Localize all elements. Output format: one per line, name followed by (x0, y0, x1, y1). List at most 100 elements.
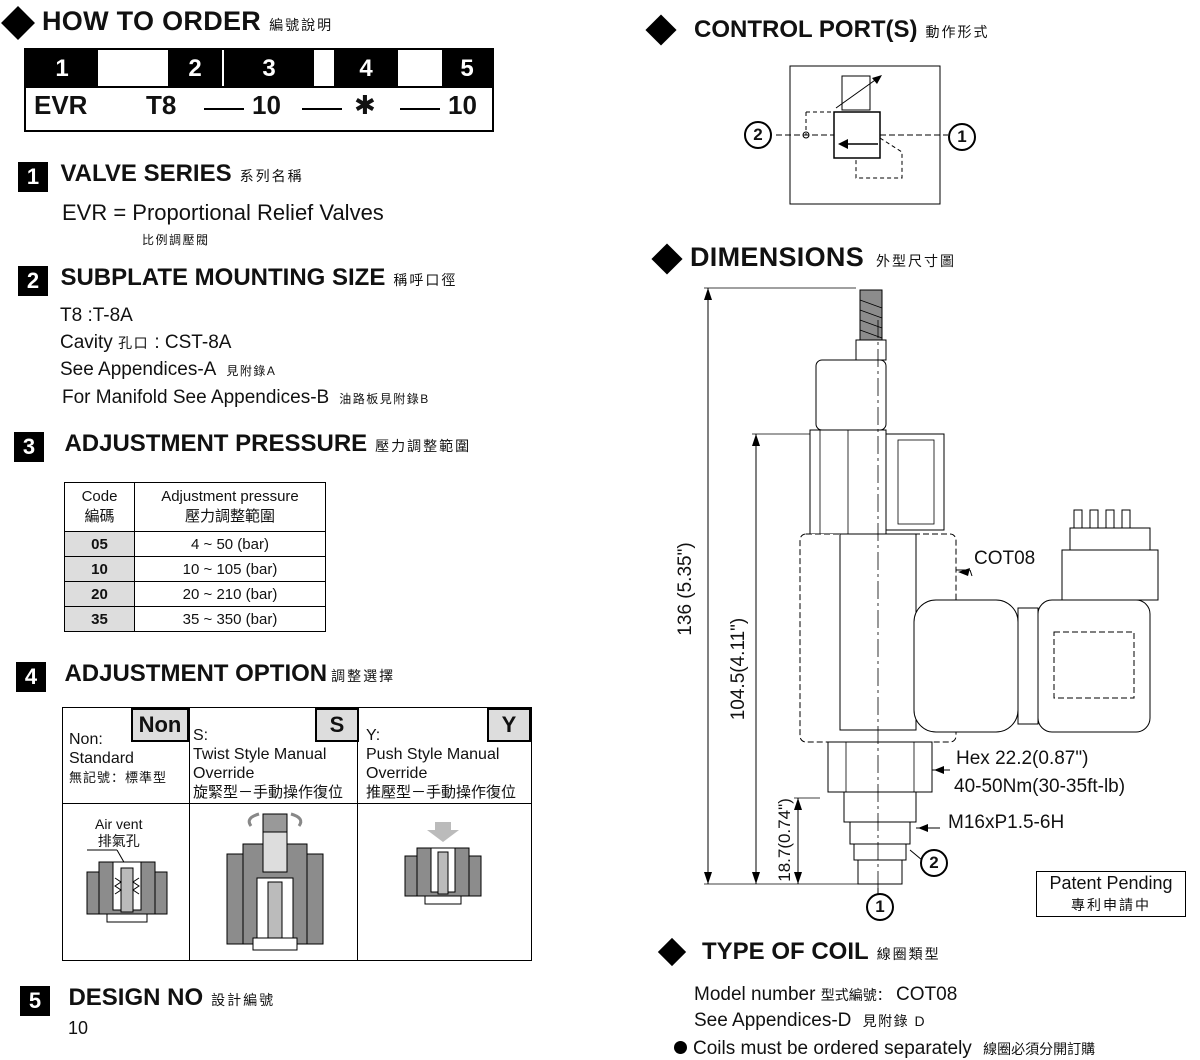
section-3-heading: 3 ADJUSTMENT PRESSURE 壓力調整範圍 (14, 430, 471, 462)
size-line-2: Cavity 孔口 : CST-8A (60, 332, 231, 354)
thread-callout: M16xP1.5-6H (948, 812, 1065, 833)
order-position-1: 1 (26, 50, 98, 86)
coil-see-cn: 見附錄 D (862, 1013, 927, 1029)
coil-model-label: Model number (694, 984, 816, 1005)
row-range: 10 ~ 105 (bar) (134, 556, 326, 582)
size-line-4-cn: 油路板見附錄B (339, 392, 430, 406)
option-s-name-2: Override (193, 765, 255, 782)
dim-low-wrap: 18.7(0.74") (764, 790, 804, 890)
option-s-name: Twist Style Manual (193, 746, 327, 763)
order-position-3: 3 (222, 50, 314, 86)
dim-total-wrap: 136 (5.35") (668, 520, 708, 660)
option-tag-y: Y (487, 708, 531, 742)
row-range: 20 ~ 210 (bar) (134, 581, 326, 607)
row-code: 35 (64, 606, 135, 632)
section-number: 5 (20, 985, 50, 1016)
size-line-2-label: Cavity (60, 332, 113, 353)
valve-series-text-cn: 比例調壓閥 (142, 233, 210, 247)
control-port-heading: CONTROL PORT(S)動作形式 (645, 14, 990, 46)
coil-note-cn: 線圈必須分開訂購 (983, 1041, 1096, 1057)
row-code: 10 (64, 556, 135, 582)
dim-mid-label: 104.5(4.11") (728, 617, 749, 721)
how-to-order-title: HOW TO ORDER (42, 6, 262, 36)
option-s-text: S: Twist Style Manual Override 旋緊型－手動操作復… (193, 726, 343, 802)
standard-option-drawing (86, 849, 168, 923)
header-code-text: Code (81, 488, 118, 505)
option-y-cn: 推壓型－手動操作復位 (366, 784, 517, 801)
option-non-text: Non: Standard 無記號：標準型 (69, 730, 167, 787)
coil-note-text: Coils must be ordered separately (693, 1038, 972, 1059)
air-vent-cn: 排氣孔 (97, 833, 140, 849)
option-tag-non: Non (131, 708, 189, 742)
dims-port-2: 2 (920, 849, 948, 877)
dimensions-title: DIMENSIONS (690, 242, 865, 272)
how-to-order-heading: HOW TO ORDER 編號說明 (1, 5, 334, 40)
section-title: ADJUSTMENT PRESSURE (64, 430, 368, 457)
dim-total-label: 136 (5.35") (675, 542, 696, 636)
port-2-label: 2 (744, 121, 772, 149)
size-line-2-cn: 孔口 (118, 335, 150, 351)
port-1-label: 1 (948, 123, 976, 151)
order-value-series: EVR (34, 90, 88, 120)
how-to-order-title-cn: 編號說明 (269, 17, 334, 33)
section-number: 2 (18, 265, 48, 296)
option-y-name: Push Style Manual (366, 746, 500, 763)
section-title-cn: 壓力調整範圍 (375, 438, 472, 454)
row-range: 35 ~ 350 (bar) (134, 606, 326, 632)
option-s-cn: 旋緊型－手動操作復位 (193, 784, 344, 801)
push-arrow-icon (427, 822, 459, 842)
diamond-icon (1, 5, 35, 40)
size-line-1: T8 :T-8A (60, 305, 133, 326)
section-title: ADJUSTMENT OPTION (64, 660, 328, 687)
rotate-arrow-right-icon (290, 812, 303, 827)
size-line-3-cn: 見附錄A (226, 364, 277, 378)
order-position-5: 5 (442, 50, 492, 86)
row-code: 20 (64, 581, 135, 607)
section-title-cn: 系列名稱 (239, 168, 304, 184)
bullet-icon (674, 1041, 687, 1054)
adjustment-option-table: Non Non: Standard 無記號：標準型 S S: Twist Sty… (62, 707, 532, 961)
design-no-value: 10 (68, 1018, 89, 1038)
patent-text: Patent Pending (1049, 873, 1173, 893)
air-vent-label: Air vent 排氣孔 (95, 816, 142, 850)
section-number: 1 (18, 161, 48, 192)
diamond-icon (645, 14, 677, 46)
rotate-arrow-left-icon (247, 812, 260, 827)
option-tag-s: S (315, 708, 359, 742)
section-title-cn: 調整選擇 (331, 668, 396, 684)
dimensions-title-cn: 外型尺寸圖 (876, 253, 957, 269)
order-value-size: T8 (146, 90, 177, 120)
diamond-icon (651, 243, 683, 275)
dims-port-1: 1 (866, 893, 894, 921)
order-position-2: 2 (168, 50, 222, 86)
section-title-cn: 設計編號 (211, 992, 276, 1008)
section-number: 4 (16, 661, 46, 692)
order-code-box: 1 2 3 4 5 EVR T8 10 ✱ 10 (24, 48, 494, 132)
option-y-code: Y: (366, 727, 381, 744)
section-title-cn: 稱呼口徑 (393, 272, 458, 288)
option-y-name-2: Override (366, 765, 428, 782)
air-vent-text: Air vent (95, 816, 143, 832)
port-1-label: 1 (866, 893, 894, 921)
section-number: 3 (14, 431, 44, 462)
section-title: SUBPLATE MOUNTING SIZE (60, 264, 386, 291)
option-non-name: Standard (69, 750, 134, 767)
option-non-code: Non: (69, 731, 103, 748)
push-option-drawing (404, 822, 482, 905)
dim-low-label: 18.7(0.74") (775, 798, 794, 882)
control-port-title-cn: 動作形式 (925, 24, 990, 40)
option-y-text: Y: Push Style Manual Override 推壓型－手動操作復位 (366, 726, 516, 802)
section-2-heading: 2 SUBPLATE MOUNTING SIZE 稱呼口徑 (18, 264, 457, 296)
size-line-2-value: : CST-8A (154, 332, 232, 353)
control-port-b: 1 (948, 123, 976, 151)
dimensions-drawing (704, 287, 1159, 900)
header-range-cn: 壓力調整範圍 (184, 508, 275, 525)
